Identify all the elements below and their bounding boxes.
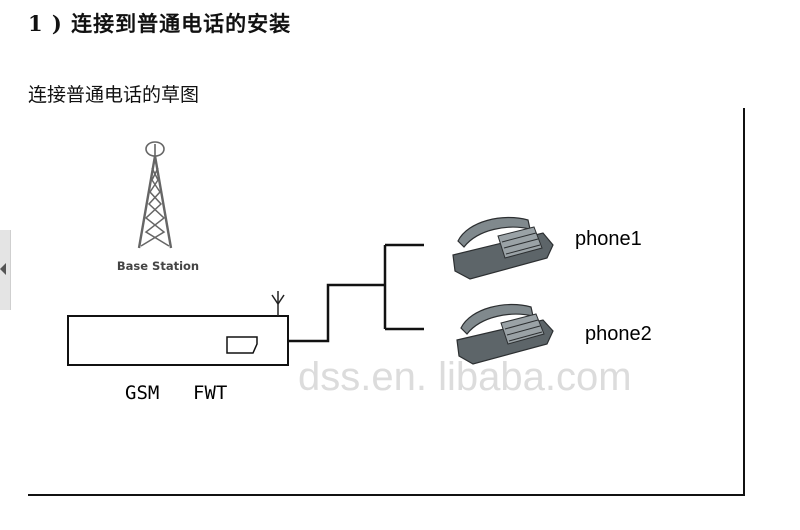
phone2-label: phone2 — [585, 323, 652, 345]
arrow-left-icon — [0, 263, 6, 275]
antenna-icon — [271, 291, 285, 316]
watermark: dss.en. libaba.com — [298, 355, 632, 399]
telephone-icon — [456, 303, 554, 365]
sim-slot-icon — [226, 336, 258, 354]
diagram-caption: 连接普通电话的草图 — [28, 84, 200, 106]
gsm-label: GSM — [125, 382, 159, 404]
telephone-icon — [452, 216, 554, 280]
diagram-canvas: dss.en. libaba.com Base Station GSM FWT — [28, 108, 745, 496]
section-heading: 1 ) 连接到普通电话的安装 — [28, 11, 292, 36]
gsm-fwt-device — [67, 315, 289, 366]
phone1-label: phone1 — [575, 228, 642, 250]
device-cable — [288, 283, 385, 343]
side-collapse-tab[interactable] — [0, 230, 11, 310]
base-station-label: Base Station — [117, 259, 199, 273]
fwt-label: FWT — [193, 382, 227, 404]
base-station-tower-icon — [137, 141, 173, 249]
connection-diagram: dss.en. libaba.com Base Station GSM FWT — [28, 108, 748, 500]
